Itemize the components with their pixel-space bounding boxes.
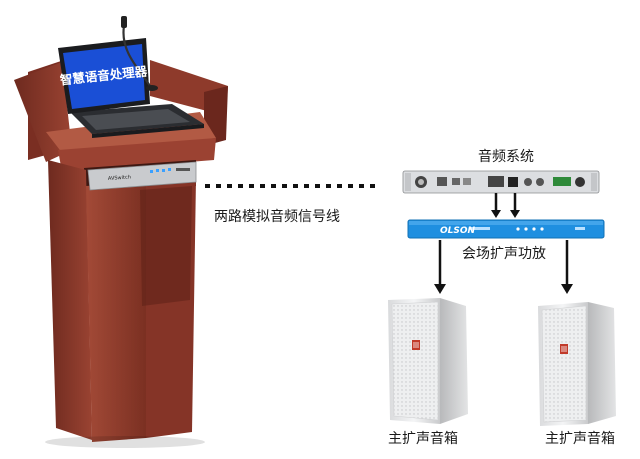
audio-system-label: 音频系统 [478,149,534,165]
arrow-down-icon [491,193,501,218]
signal-line-label: 两路模拟音频信号线 [214,209,340,225]
speaker-right [538,302,616,426]
speaker-right-label: 主扩声音箱 [545,431,615,447]
podium [14,60,228,448]
rack-brand: AVSwitch [108,174,131,182]
podium-rack-unit [87,161,197,191]
amplifier-brand: OLSON [440,226,476,236]
laptop [58,38,204,138]
amplifier-label: 会场扩声功放 [462,246,546,262]
arrow-down-icon [434,240,446,294]
speaker-left-label: 主扩声音箱 [388,431,458,447]
arrow-down-icon [561,240,573,294]
amplifier-device [407,219,605,239]
speaker-left [388,298,468,424]
arrow-down-icon [510,193,520,218]
laptop-screen [63,44,145,109]
audio-system-device [402,170,600,194]
microphone-icon [121,16,158,91]
